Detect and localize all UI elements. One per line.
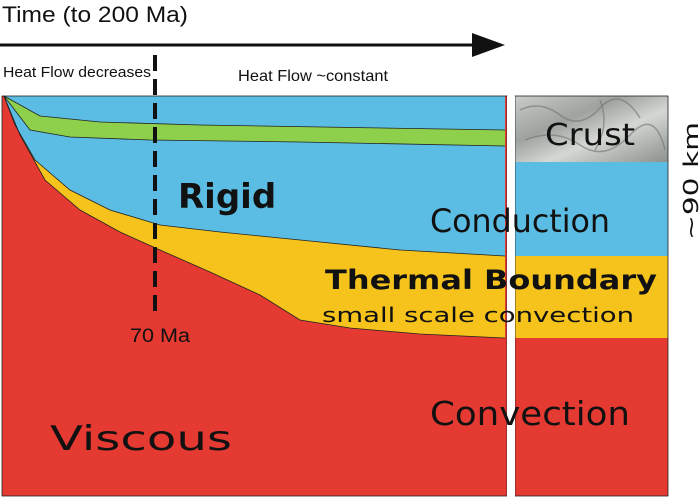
- conduction-label: Conduction: [430, 202, 610, 240]
- crust-band-outline: [3, 95, 506, 147]
- panel-divider: [507, 96, 515, 497]
- age-marker-label: 70 Ma: [130, 326, 190, 347]
- time-arrow: [0, 33, 505, 57]
- rigid-label: Rigid: [178, 177, 276, 217]
- time-arrow-head: [472, 33, 505, 57]
- convection-label: Convection: [430, 394, 630, 433]
- depth-label: ~90 km: [679, 122, 700, 240]
- heat-flow-decreases-label: Heat Flow decreases: [3, 64, 151, 81]
- heat-flow-constant-label: Heat Flow ~constant: [238, 68, 389, 85]
- crust-texture: [519, 98, 666, 153]
- thermal-boundary-label: Thermal Boundary: [325, 265, 657, 296]
- thermal-boundary-block: [515, 256, 668, 338]
- crust-band: [4, 96, 505, 146]
- layer-column-right: [514, 95, 669, 497]
- cross-section-left: [1, 95, 508, 497]
- time-axis-label: Time (to 200 Ma): [2, 2, 188, 27]
- rigid-boundary-line: [3, 95, 506, 257]
- thermal-boundary-line: [3, 95, 506, 339]
- small-scale-convection-label: small scale convection: [322, 303, 634, 327]
- crust-label: Crust: [545, 118, 635, 153]
- convection-block: [515, 338, 668, 496]
- viscous-label: Viscous: [50, 419, 232, 459]
- conduction-block: [515, 162, 668, 256]
